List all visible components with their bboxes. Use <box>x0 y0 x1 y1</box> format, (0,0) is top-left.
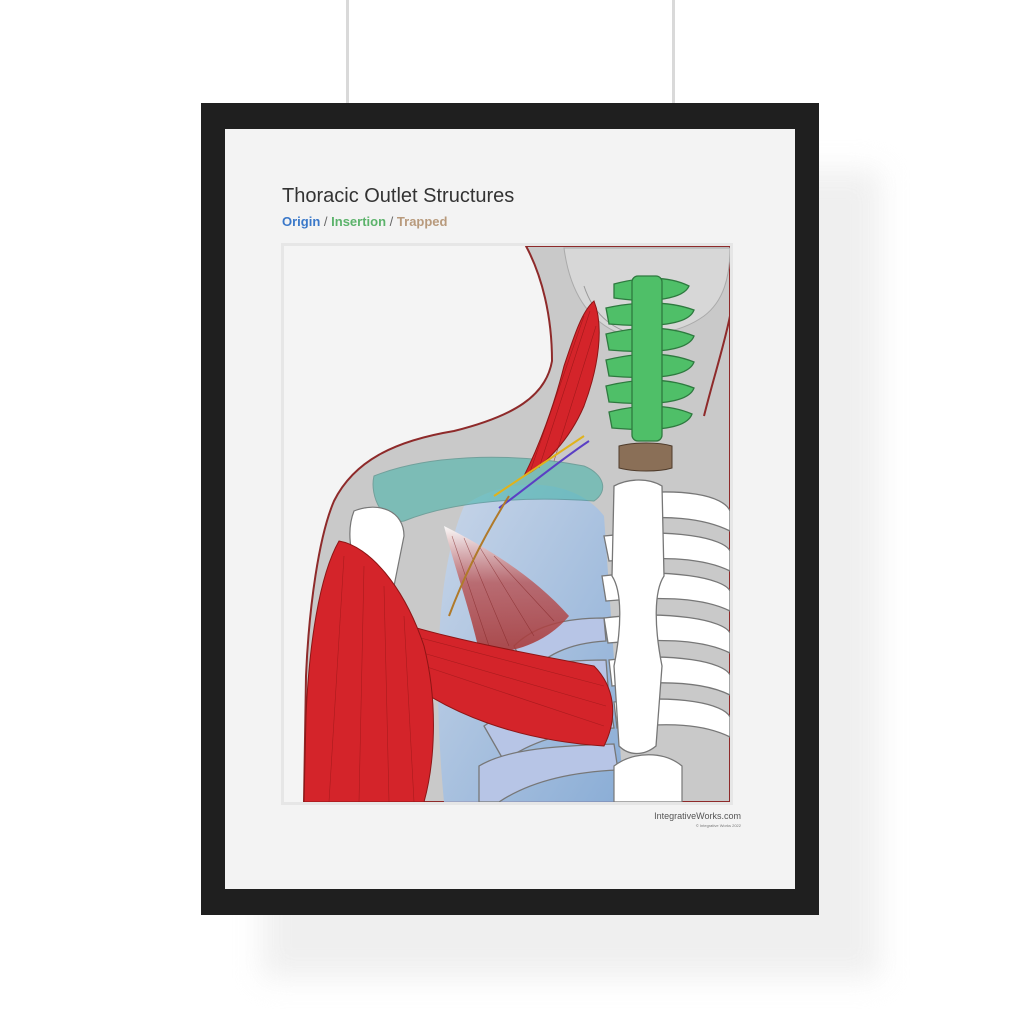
first-thoracic-ring <box>618 442 673 472</box>
picture-frame: Thoracic Outlet Structures Origin / Inse… <box>201 103 819 915</box>
pectoralis-major <box>378 615 614 747</box>
anatomy-drawing <box>284 246 730 802</box>
thoracic-vertebra <box>613 754 683 802</box>
legend-separator: / <box>323 214 332 229</box>
hanging-wire-right <box>672 0 675 104</box>
arm-muscle <box>303 540 434 802</box>
neck-outline <box>703 315 730 417</box>
cervical-spine <box>605 275 695 442</box>
legend-separator: / <box>389 214 397 229</box>
legend-insertion: Insertion <box>331 214 387 229</box>
brachial-plexus <box>448 435 590 617</box>
anatomy-illustration <box>281 243 733 805</box>
legend-trapped: Trapped <box>396 214 448 229</box>
copyright-notice: © Integrative Works 2022 <box>695 823 741 828</box>
poster-legend: Origin / Insertion / Trapped <box>282 214 447 229</box>
sternum <box>611 479 665 755</box>
poster-title: Thoracic Outlet Structures <box>282 185 515 207</box>
poster-mat: Thoracic Outlet Structures Origin / Inse… <box>225 129 795 889</box>
legend-origin: Origin <box>282 214 321 229</box>
website-credit: IntegrativeWorks.com <box>654 811 741 821</box>
hanging-wire-left <box>346 0 349 104</box>
